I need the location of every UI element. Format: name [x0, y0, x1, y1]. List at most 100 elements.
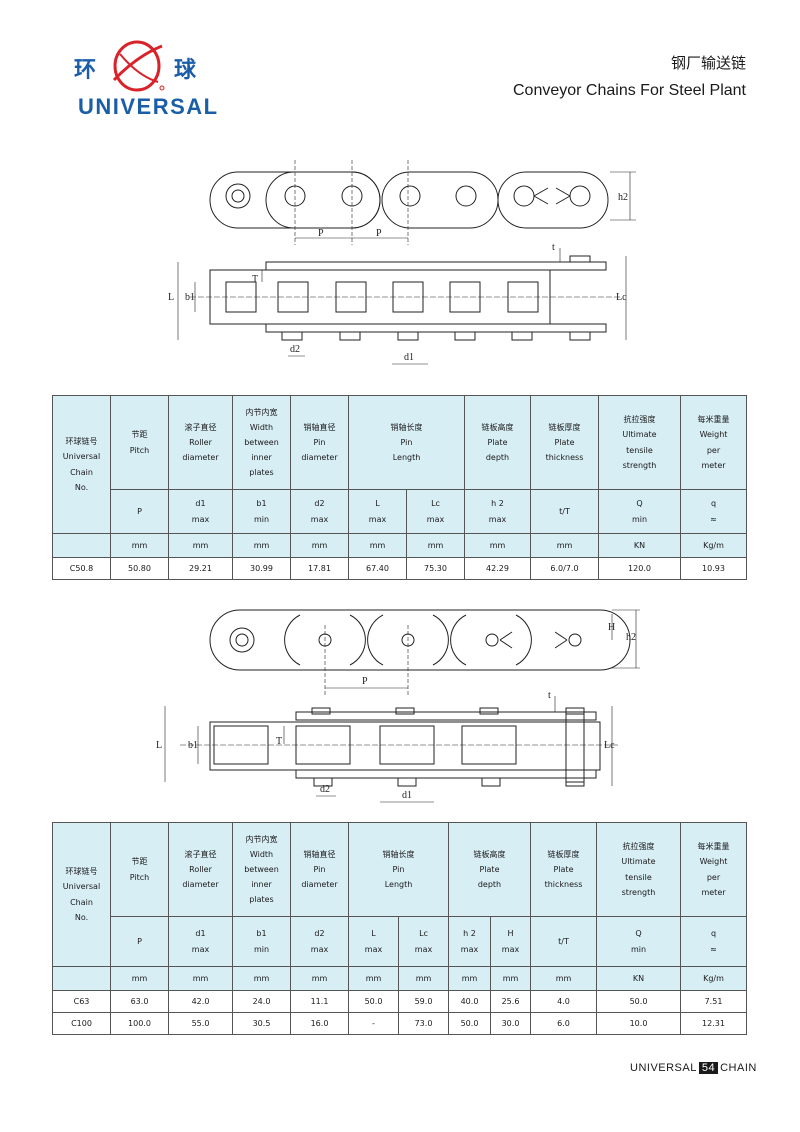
table-cell: 10.0 [596, 1012, 681, 1035]
dim-label: b1 [185, 292, 195, 303]
table-cell: 59.0 [398, 990, 449, 1013]
unit-cell: mm [530, 966, 597, 991]
dim-label: Lc [604, 740, 615, 751]
table-cell: 29.21 [168, 557, 233, 580]
footer-brand: UNIVERSAL [630, 1062, 697, 1074]
sym-p: P [110, 489, 169, 534]
dim-label: d2 [290, 344, 300, 355]
unit-cell: KN [596, 966, 681, 991]
dim-label: L [168, 292, 174, 303]
sym-p: P [110, 916, 169, 967]
table-cell: 30.5 [232, 1012, 291, 1035]
table-cell: 67.40 [348, 557, 407, 580]
unit-cell: mm [348, 966, 399, 991]
dim-label: h2 [626, 632, 636, 643]
dim-label: b1 [188, 740, 198, 751]
unit-cell: mm [398, 966, 449, 991]
unit-cell: KN [598, 533, 681, 558]
logo-wordmark: UNIVERSAL [78, 94, 219, 119]
table-cell: 50.80 [110, 557, 169, 580]
table-cell: 25.6 [490, 990, 531, 1013]
logo-cn-right: 球 [174, 58, 197, 83]
table-cell: 42.29 [464, 557, 531, 580]
dim-label: d2 [320, 784, 330, 795]
table-cell: 12.31 [680, 1012, 747, 1035]
table-cell: C50.8 [52, 557, 111, 580]
unit-cell [52, 966, 111, 991]
unit-cell: mm [290, 966, 349, 991]
table-cell: 6.0 [530, 1012, 597, 1035]
table-cell: 16.0 [290, 1012, 349, 1035]
table-cell: 50.0 [448, 1012, 491, 1035]
unit-cell: mm [490, 966, 531, 991]
dim-label: Lc [616, 292, 627, 303]
sym-tt: t/T [530, 489, 599, 534]
logo-cn-left: 环 [74, 58, 97, 83]
table-cell: 30.0 [490, 1012, 531, 1035]
unit-cell: Kg/m [680, 533, 747, 558]
table-cell: 100.0 [110, 1012, 169, 1035]
table-cell: 17.81 [290, 557, 349, 580]
unit-cell: mm [232, 966, 291, 991]
table-cell: 50.0 [348, 990, 399, 1013]
table-cell: 4.0 [530, 990, 597, 1013]
table-cell: - [348, 1012, 399, 1035]
table-cell: 75.30 [406, 557, 465, 580]
chain-drawing-c50: P P h2 t L b1 T Lc d2 d1 [168, 160, 636, 365]
table-cell: 24.0 [232, 990, 291, 1013]
sym-weight: q≈ [680, 489, 747, 534]
page-title-cn: 钢厂输送链 [670, 54, 746, 72]
unit-cell: mm [168, 533, 233, 558]
footer-section: CHAIN [720, 1062, 757, 1074]
chain-drawing-c63-c100: P H h2 t L b1 T Lc d2 d1 [156, 609, 640, 803]
table-row: C63 63.0 42.0 24.0 11.1 50.0 59.0 40.0 2… [52, 990, 747, 1013]
dim-label: d1 [402, 790, 412, 801]
table-row: C50.8 50.80 29.21 30.99 17.81 67.40 75.3… [52, 557, 747, 580]
table-cell: 7.51 [680, 990, 747, 1013]
table-cell: C100 [52, 1012, 111, 1035]
dim-label: P [376, 228, 382, 239]
dim-label: L [156, 740, 162, 751]
unit-cell: mm [110, 966, 169, 991]
dim-label: h2 [618, 192, 628, 203]
brand-logo: 环 球 UNIVERSAL [72, 36, 217, 122]
page-title: Conveyor Chains For Steel Plant [513, 82, 746, 99]
table-cell: 10.93 [680, 557, 747, 580]
unit-cell [52, 533, 111, 558]
unit-cell: mm [110, 533, 169, 558]
dim-label: H [608, 622, 615, 633]
table-cell: 63.0 [110, 990, 169, 1013]
unit-cell: mm [348, 533, 407, 558]
table-cell: 11.1 [290, 990, 349, 1013]
table-cell: 30.99 [232, 557, 291, 580]
table-cell: 40.0 [448, 990, 491, 1013]
